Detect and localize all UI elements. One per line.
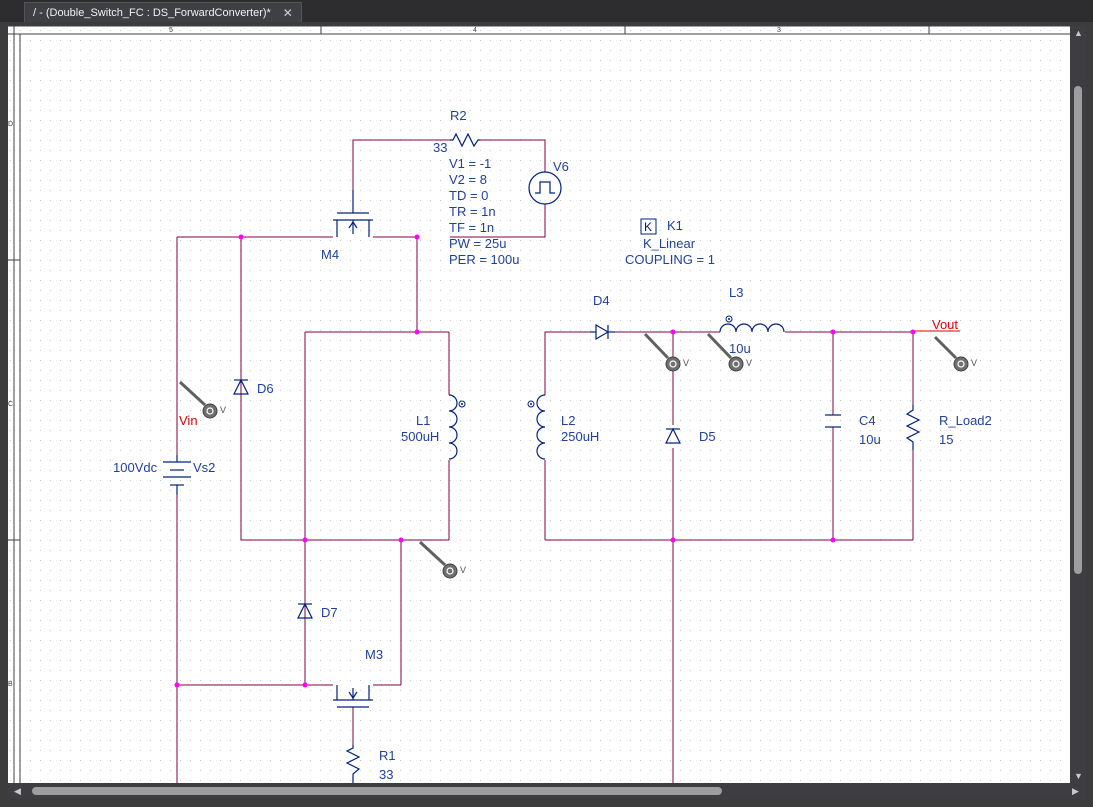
k1-icon: K	[644, 220, 652, 234]
voltage-probe-d4[interactable]: V	[643, 332, 689, 372]
l3-value: 10u	[729, 341, 751, 356]
net-label-vout[interactable]: Vout	[932, 317, 958, 332]
v6-param-per: PER = 100u	[449, 252, 519, 267]
border-labels: 5 4 3 D C B	[8, 27, 781, 688]
capacitor-c4[interactable]: C4 10u	[825, 413, 881, 447]
resistor-rload2[interactable]: R_Load2 15	[905, 405, 992, 450]
border-row-b: B	[8, 681, 13, 688]
mosfet-m3[interactable]: M3	[333, 647, 383, 708]
horizontal-scrollbar[interactable]: ◀ ▶	[8, 783, 1086, 799]
d4-ref: D4	[593, 293, 610, 308]
v6-param-tr: TR = 1n	[449, 204, 496, 219]
voltage-probe-primary[interactable]: V	[418, 540, 466, 579]
r1-ref: R1	[379, 748, 396, 763]
voltage-probe-vin[interactable]: V	[178, 380, 226, 419]
vertical-scrollbar[interactable]: ▲ ▼	[1070, 26, 1086, 783]
diode-d5[interactable]: D5	[665, 427, 716, 444]
v6-params: V1 = -1 V2 = 8 TD = 0 TR = 1n TF = 1n PW…	[449, 156, 519, 267]
k1-coupling: COUPLING = 1	[625, 252, 715, 267]
rload-ref: R_Load2	[939, 413, 992, 428]
grid	[8, 26, 1070, 783]
probe-v-label: V	[220, 405, 226, 415]
voltage-probe-l3[interactable]: V	[706, 332, 752, 372]
l1-value: 500uH	[401, 429, 439, 444]
border-col-4: 4	[473, 27, 477, 34]
schematic-canvas[interactable]: 5 4 3 D C B	[8, 26, 1070, 783]
coupling-k1[interactable]: K K1 K_Linear COUPLING = 1	[625, 218, 715, 267]
d7-ref: D7	[321, 605, 338, 620]
border-col-3: 3	[777, 27, 781, 34]
r2-value: 33	[433, 140, 447, 155]
c4-ref: C4	[859, 413, 876, 428]
scroll-left-icon[interactable]: ◀	[14, 786, 21, 796]
tab-title: / - (Double_Switch_FC : DS_ForwardConver…	[33, 7, 271, 19]
v6-param-v1: V1 = -1	[449, 156, 491, 171]
inductor-l1[interactable]: L1 500uH	[401, 394, 466, 460]
r1-value: 33	[379, 767, 393, 782]
d5-ref: D5	[699, 429, 716, 444]
close-icon[interactable]: ✕	[282, 6, 293, 20]
scroll-right-icon[interactable]: ▶	[1072, 786, 1079, 796]
v6-param-v2: V2 = 8	[449, 172, 487, 187]
diode-d4[interactable]: D4	[590, 293, 615, 341]
rload-value: 15	[939, 432, 953, 447]
probe-v-label: V	[460, 565, 466, 575]
vertical-scroll-thumb[interactable]	[1074, 86, 1082, 574]
diode-d6[interactable]: D6	[233, 378, 274, 396]
schematic-svg[interactable]: 5 4 3 D C B	[8, 26, 1070, 783]
scroll-up-icon[interactable]: ▲	[1074, 28, 1083, 38]
l3-ref: L3	[729, 285, 743, 300]
diode-d7[interactable]: D7	[297, 602, 338, 620]
l2-value: 250uH	[561, 429, 599, 444]
r2-ref: R2	[450, 108, 467, 123]
c4-value: 10u	[859, 432, 881, 447]
vs2-ref: Vs2	[193, 460, 215, 475]
inductor-l2[interactable]: L2 250uH	[527, 394, 599, 460]
v6-param-td: TD = 0	[449, 188, 488, 203]
document-tab-bar: / - (Double_Switch_FC : DS_ForwardConver…	[0, 0, 1093, 22]
dc-source-vs2[interactable]: 100Vdc Vs2	[113, 455, 215, 495]
border-col-5: 5	[169, 27, 173, 34]
page-border	[8, 26, 1070, 783]
probe-v-label: V	[746, 358, 752, 368]
document-tab[interactable]: / - (Double_Switch_FC : DS_ForwardConver…	[24, 2, 302, 22]
d6-ref: D6	[257, 381, 274, 396]
horizontal-scroll-thumb[interactable]	[32, 787, 722, 795]
inductor-l3[interactable]: L3 10u	[719, 285, 785, 356]
junctions	[174, 234, 916, 688]
net-label-vin[interactable]: Vin	[179, 413, 198, 428]
probe-v-label: V	[971, 358, 977, 368]
border-row-c: C	[8, 401, 13, 408]
k1-model: K_Linear	[643, 236, 696, 251]
l2-ref: L2	[561, 413, 575, 428]
scroll-down-icon[interactable]: ▼	[1074, 771, 1083, 781]
m4-ref: M4	[321, 247, 339, 262]
probe-v-label: V	[683, 358, 689, 368]
voltage-probe-vout[interactable]: V	[933, 335, 977, 372]
resistor-r2[interactable]: R2 33	[433, 108, 480, 155]
resistor-r1[interactable]: R1 33	[345, 745, 396, 783]
border-row-d: D	[8, 121, 13, 128]
m3-ref: M3	[365, 647, 383, 662]
v6-param-tf: TF = 1n	[449, 220, 494, 235]
wires	[176, 139, 960, 783]
v6-param-pw: PW = 25u	[449, 236, 506, 251]
l1-ref: L1	[416, 413, 430, 428]
mosfet-m4[interactable]: M4	[321, 190, 373, 262]
vs2-value: 100Vdc	[113, 460, 158, 475]
k1-ref: K1	[667, 218, 683, 233]
pulse-source-v6[interactable]: V6	[528, 159, 569, 205]
v6-ref: V6	[553, 159, 569, 174]
